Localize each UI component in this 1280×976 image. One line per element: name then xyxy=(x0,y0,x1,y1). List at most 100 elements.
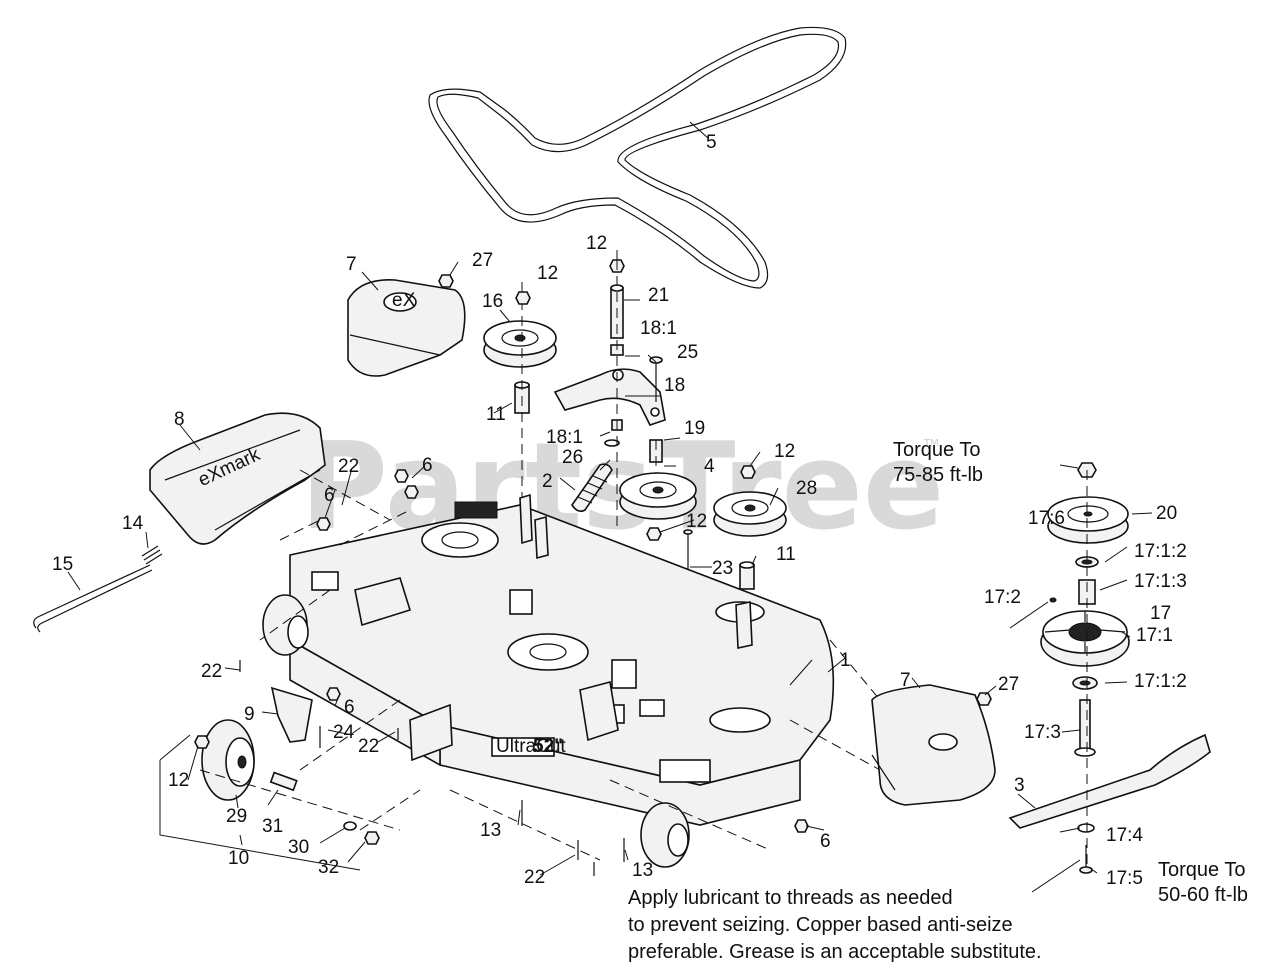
callout-14: 14 xyxy=(122,513,144,534)
spring-14[interactable] xyxy=(141,545,163,565)
watermark-tm: TM xyxy=(923,438,939,449)
callout-13-bottom: 13 xyxy=(632,860,653,881)
rod-15[interactable] xyxy=(33,564,153,633)
callout-31: 31 xyxy=(262,816,283,837)
nut-6-c[interactable] xyxy=(316,517,331,531)
callout-16: 16 xyxy=(482,291,503,312)
caster-wheel-front-left[interactable] xyxy=(262,594,309,656)
callout-4: 4 xyxy=(704,456,715,477)
callout-6-top: 6 xyxy=(422,455,433,476)
bolt-25[interactable] xyxy=(649,356,663,402)
torque-top-line2: 75-85 ft-lb xyxy=(893,464,983,486)
nut-12-idler[interactable] xyxy=(646,527,662,541)
callout-1: 1 xyxy=(840,650,851,671)
idler-pulley-4[interactable] xyxy=(619,472,697,520)
callout-17-6: 17:6 xyxy=(1028,508,1065,529)
wheel-group-bracket xyxy=(159,734,361,871)
discharge-chute-8[interactable]: eXmark xyxy=(149,412,326,545)
pulley-cover-right[interactable] xyxy=(871,684,996,806)
torque-bottom-line1: Torque To xyxy=(1158,859,1245,881)
bolt-17-5[interactable] xyxy=(1079,845,1093,874)
wheel-29[interactable] xyxy=(201,719,255,801)
nut-6-e[interactable] xyxy=(794,819,809,833)
nut-32[interactable] xyxy=(364,831,380,845)
callout-6-lower: 6 xyxy=(344,697,355,718)
callout-6-right: 6 xyxy=(820,831,831,852)
callout-6-left: 6 xyxy=(324,485,335,506)
nut-27-right[interactable] xyxy=(976,692,992,706)
pulley-cover-left[interactable]: eX xyxy=(347,279,466,377)
callout-17-3: 17:3 xyxy=(1024,722,1061,743)
spring-2[interactable] xyxy=(571,463,613,512)
callout-7-right: 7 xyxy=(900,670,911,691)
callout-19: 19 xyxy=(684,418,705,439)
callout-32: 32 xyxy=(318,857,339,878)
callout-5: 5 xyxy=(706,132,717,153)
callout-7-top: 7 xyxy=(346,254,357,275)
callout-10: 10 xyxy=(228,848,249,869)
callout-11-top: 11 xyxy=(486,404,506,425)
callout-17-1-2-top: 17:1:2 xyxy=(1134,541,1187,562)
washer-30[interactable] xyxy=(343,821,357,831)
callout-24: 24 xyxy=(333,722,355,743)
pulley-28[interactable] xyxy=(713,491,787,537)
callout-17: 17 xyxy=(1150,603,1171,624)
nut-27-top[interactable] xyxy=(438,274,454,288)
belt[interactable] xyxy=(428,26,847,289)
callout-25: 25 xyxy=(677,342,698,363)
spacer-11-bottom[interactable] xyxy=(739,561,755,590)
axle-31[interactable] xyxy=(269,771,298,792)
callout-3: 3 xyxy=(1014,775,1025,796)
spindle-housing-17-1[interactable] xyxy=(1040,610,1130,667)
lubricant-note-line3: preferable. Grease is an acceptable subs… xyxy=(628,941,1042,963)
callout-8: 8 xyxy=(174,409,185,430)
caster-wheel-front-right[interactable] xyxy=(640,802,690,868)
callout-26: 26 xyxy=(562,447,583,468)
bearing-17-1-2-bottom[interactable] xyxy=(1072,676,1098,690)
callout-17-2: 17:2 xyxy=(984,587,1021,608)
bracket-9[interactable] xyxy=(270,686,313,743)
deck-size-decal: 52" xyxy=(533,736,563,757)
callout-18: 18 xyxy=(664,375,685,396)
torque-bottom-line2: 50-60 ft-lb xyxy=(1158,884,1248,906)
callout-22-mid: 22 xyxy=(358,736,379,757)
callout-12-idler: 12 xyxy=(686,511,707,532)
callout-12-pulley-28: 12 xyxy=(774,441,795,462)
callout-27-right: 27 xyxy=(998,674,1019,695)
callout-20: 20 xyxy=(1156,503,1177,524)
nut-6-b[interactable] xyxy=(404,485,419,499)
nut-12-top[interactable] xyxy=(515,291,531,305)
callout-2: 2 xyxy=(542,471,553,492)
washer-26[interactable] xyxy=(604,439,620,447)
mower-deck-1[interactable]: UltraCut 52" xyxy=(289,493,835,826)
washer-17-4[interactable] xyxy=(1077,823,1095,833)
idler-arm-18[interactable] xyxy=(553,368,666,426)
nut-6-a[interactable] xyxy=(394,469,409,483)
nut-12-wheel[interactable] xyxy=(194,735,210,749)
nut-12-28[interactable] xyxy=(740,465,756,479)
callout-22-bottom: 22 xyxy=(524,867,545,888)
lubricant-note-line1: Apply lubricant to threads as needed xyxy=(628,887,953,909)
screw-17-2[interactable] xyxy=(1049,597,1057,603)
pulley-20[interactable] xyxy=(1047,496,1129,544)
callout-18-1-top: 18:1 xyxy=(640,318,677,339)
callout-11-bottom: 11 xyxy=(776,544,796,565)
callout-17-1-3: 17:1:3 xyxy=(1134,571,1187,592)
callout-28: 28 xyxy=(796,478,817,499)
callout-17-1-2-bottom: 17:1:2 xyxy=(1134,671,1187,692)
leader-lines xyxy=(67,121,1153,893)
callout-30: 30 xyxy=(288,837,309,858)
callout-17-5: 17:5 xyxy=(1106,868,1143,889)
blade-3[interactable] xyxy=(1008,733,1211,829)
svg-text:eX: eX xyxy=(392,290,416,311)
callout-22-top: 22 xyxy=(338,456,359,477)
spindle-shaft-17-3[interactable] xyxy=(1074,699,1096,757)
callout-18-1-bottom: 18:1 xyxy=(546,427,583,448)
idler-pulley-16[interactable] xyxy=(483,320,557,368)
deck-brand-decal: UltraCut xyxy=(496,736,566,757)
callout-12-top-pulley: 12 xyxy=(537,263,558,284)
callout-22-left: 22 xyxy=(201,661,222,682)
callout-15: 15 xyxy=(52,554,73,575)
lubricant-note-line2: to prevent seizing. Copper based anti-se… xyxy=(628,914,1013,936)
